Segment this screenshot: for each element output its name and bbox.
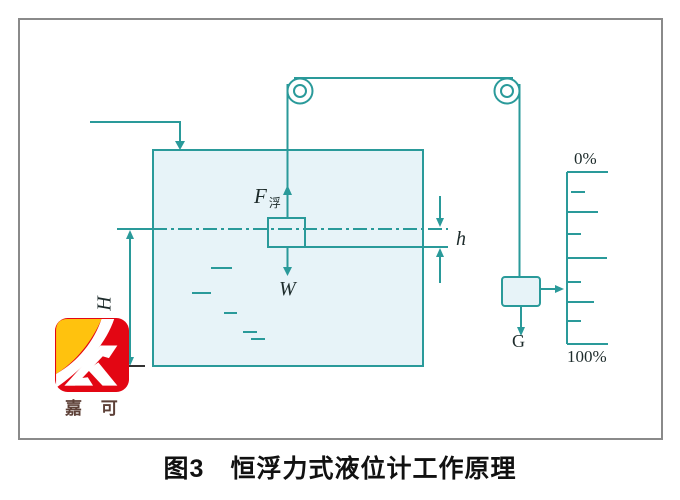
figure-caption: 图3 恒浮力式液位计工作原理 (163, 455, 517, 483)
float (267, 217, 306, 248)
counterweight (501, 276, 564, 336)
pulley-left-inner (293, 84, 307, 98)
buoyancy-arrowhead-icon (283, 185, 292, 195)
h-lower-arrowhead-icon (436, 248, 444, 257)
percent-scale (566, 171, 608, 345)
weight-label: W (279, 278, 296, 300)
pulley-right-inner (500, 84, 514, 98)
weight-arrow (283, 247, 292, 276)
counterweight-label: G (512, 331, 525, 351)
pulley-left (286, 77, 314, 105)
jiake-logo-icon (55, 318, 129, 392)
weight-arrowhead-icon (283, 267, 292, 276)
h-upper-arrowhead-icon (436, 218, 444, 227)
h-dimension (436, 196, 444, 283)
level-offset-label: h (456, 228, 466, 250)
inlet-pipe (90, 121, 185, 150)
H-top-arrowhead-icon (126, 230, 134, 239)
g-arrowhead-icon (517, 327, 525, 336)
inlet-arrowhead-icon (175, 141, 185, 150)
jiake-logo-text: 嘉 可 (65, 399, 125, 418)
wire-rope (286, 77, 521, 277)
pulley-right (493, 77, 521, 105)
scale-hundred-label: 100% (567, 347, 607, 366)
pointer-arrowhead-icon (555, 285, 564, 293)
jiake-logo: 嘉 可 (55, 318, 129, 418)
scale-zero-label: 0% (574, 149, 597, 168)
liquid-marks (192, 267, 265, 340)
liquid-height-label: H (93, 296, 116, 311)
